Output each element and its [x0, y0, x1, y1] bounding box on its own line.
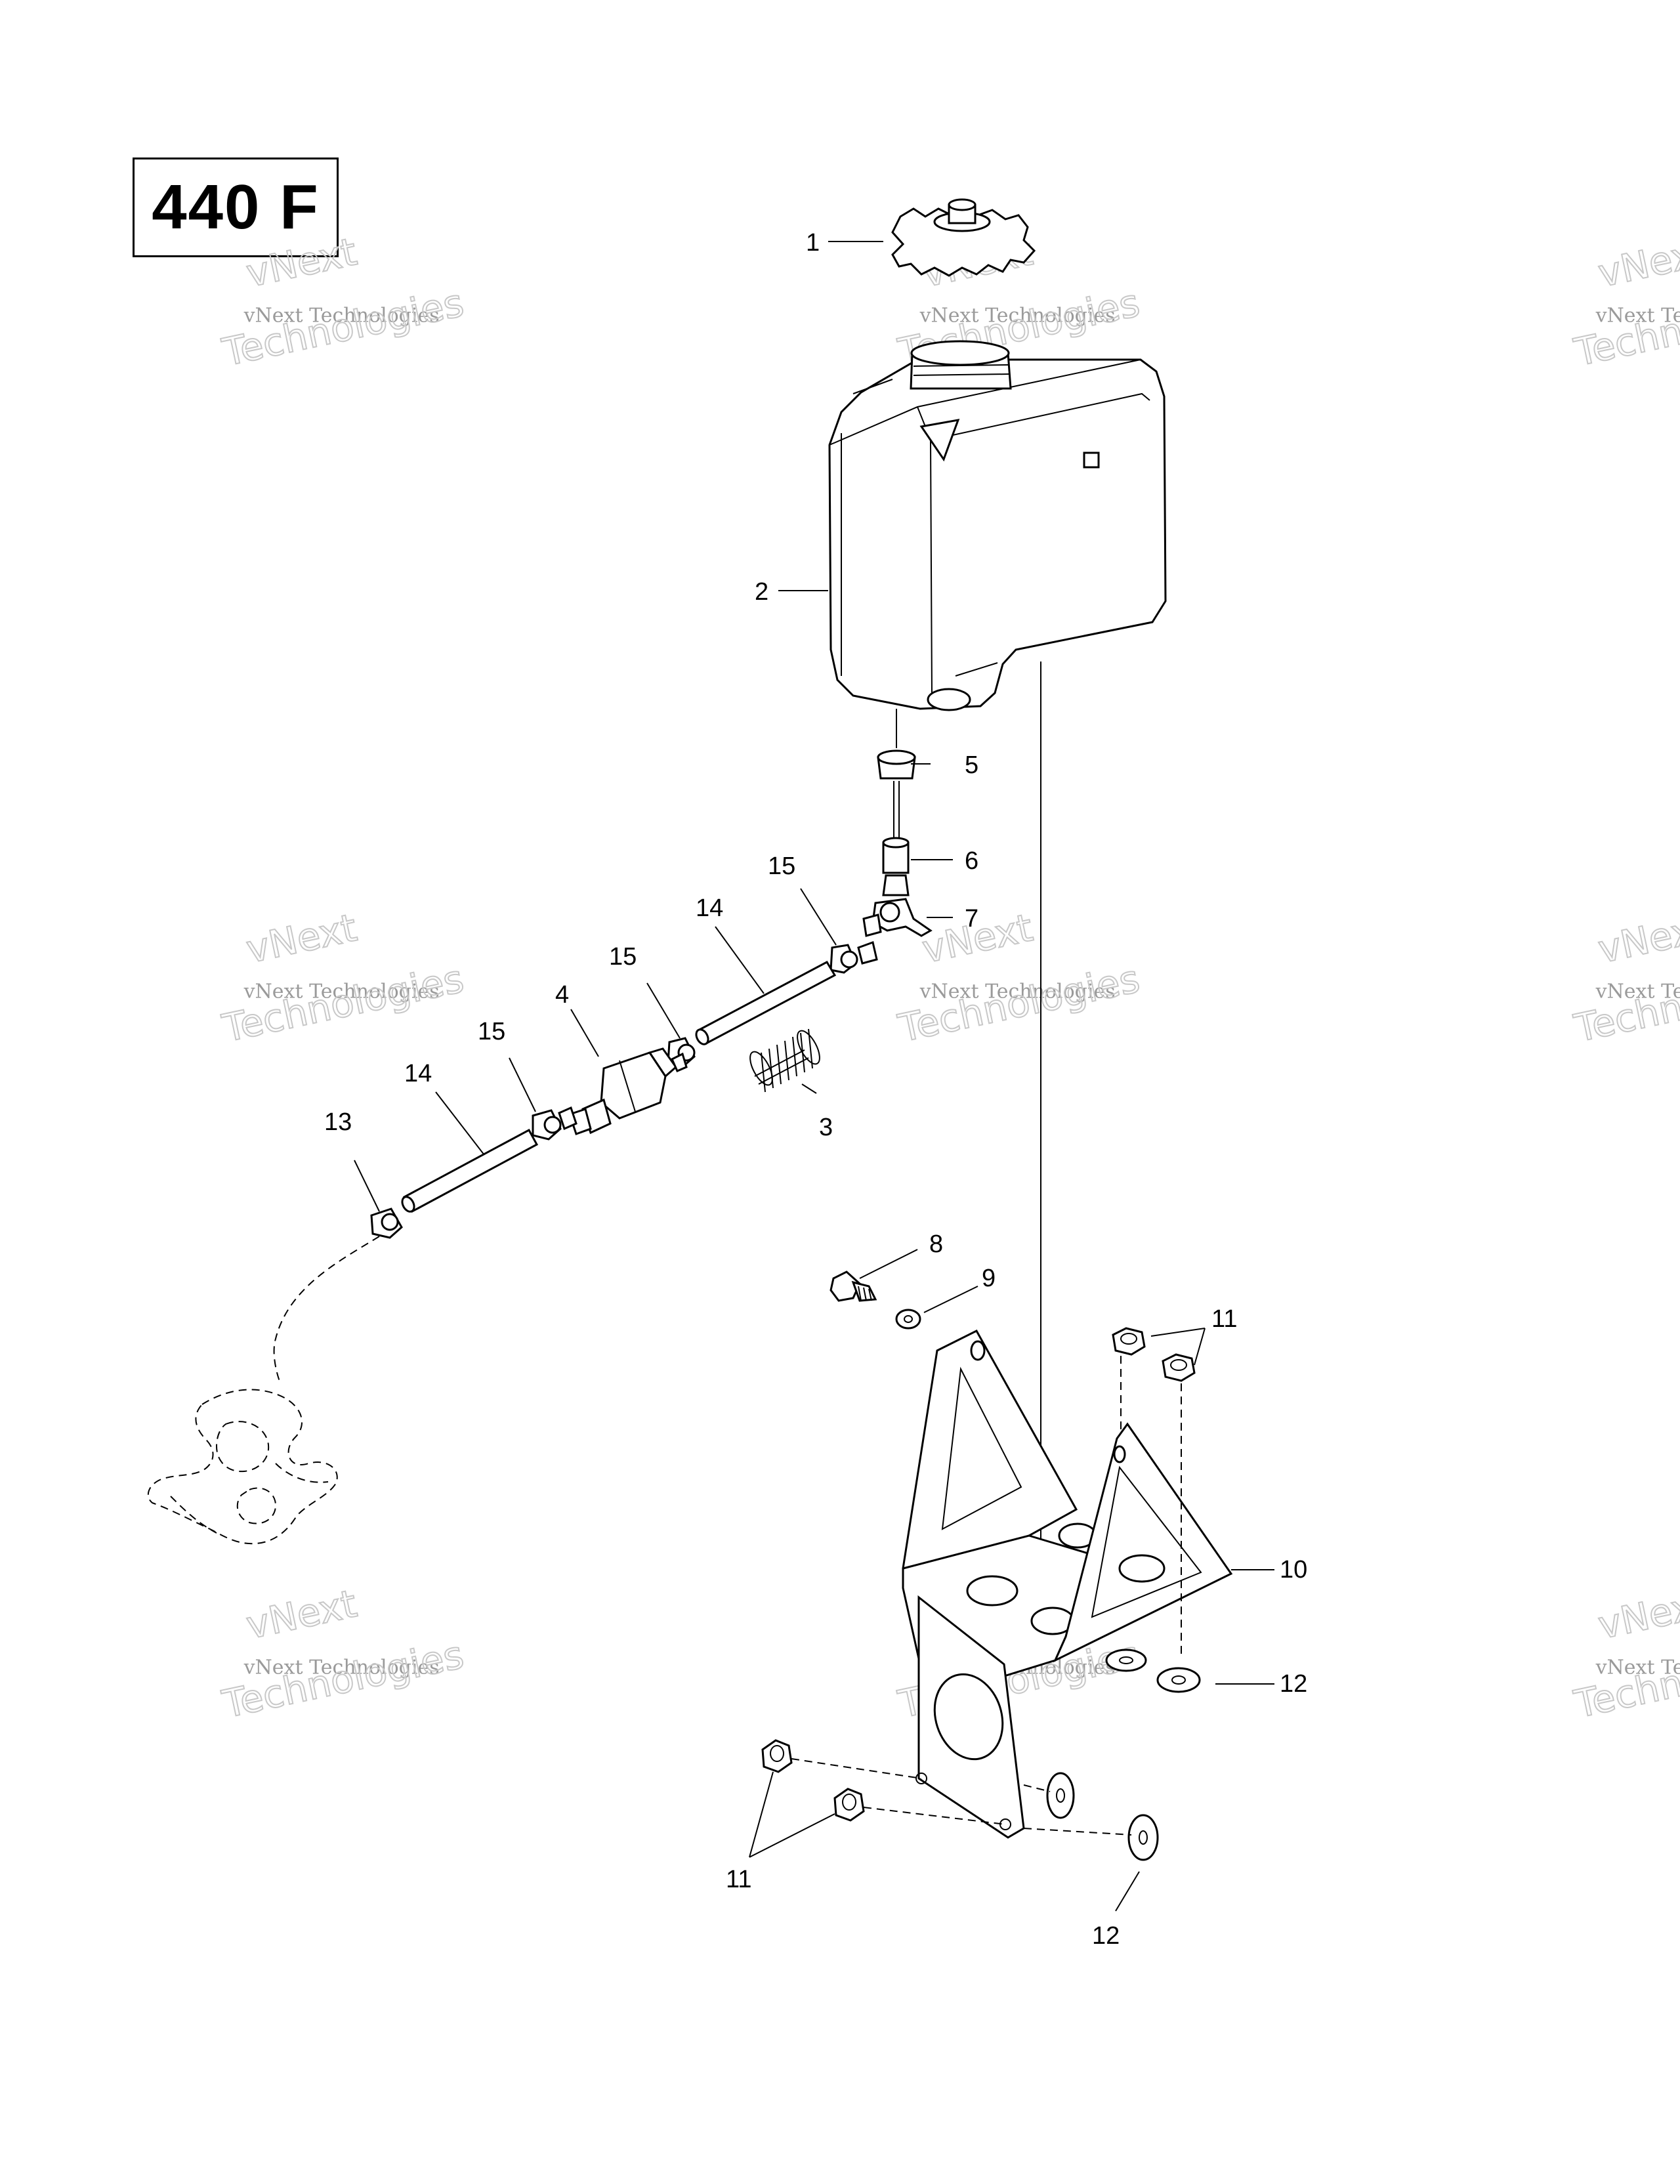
- part-bolt: [830, 1270, 877, 1302]
- watermark-3: vNext vNext Technologies Technologies: [1570, 228, 1680, 375]
- part-clamp-13: [370, 1208, 403, 1239]
- svg-text:vNext: vNext: [1595, 905, 1680, 972]
- svg-text:Technologies: Technologies: [1570, 280, 1680, 375]
- watermark-6: vNext vNext Technologies Technologies: [1570, 904, 1680, 1051]
- part-outlet: [882, 781, 910, 896]
- svg-text:vNext: vNext: [243, 905, 361, 972]
- callout-9: 9: [982, 1265, 996, 1292]
- part-washer-12-c: [1023, 1772, 1075, 1819]
- callout-12-right: 12: [1280, 1670, 1307, 1698]
- svg-text:vNext Technologies: vNext Technologies: [243, 980, 440, 1003]
- part-washer-12-d: [1023, 1814, 1159, 1861]
- callout-3: 3: [819, 1114, 833, 1141]
- model-label: 440 F: [152, 172, 320, 242]
- part-clamp-15-a: [532, 1106, 578, 1141]
- leader-lines: [354, 241, 1274, 1912]
- part-bracket: [902, 1330, 1233, 1839]
- svg-text:vNext: vNext: [243, 229, 361, 296]
- part-filter: [568, 1047, 688, 1135]
- part-cap: [891, 198, 1036, 277]
- svg-text:vNext Technologies: vNext Technologies: [919, 980, 1116, 1003]
- part-hose-14-lower: [401, 1128, 539, 1213]
- callout-13: 13: [324, 1108, 352, 1136]
- assembly-arrow-line: [1036, 662, 1046, 1557]
- callout-15-lower: 15: [478, 1018, 505, 1045]
- callout-5: 5: [965, 751, 978, 779]
- svg-text:vNext: vNext: [1595, 229, 1680, 296]
- svg-text:vNext Technologies: vNext Technologies: [1595, 304, 1680, 327]
- part-washer-12-b: [1156, 1667, 1201, 1693]
- svg-text:vNext Technologies: vNext Technologies: [243, 304, 440, 327]
- svg-text:vNext Technologies: vNext Technologies: [1595, 1656, 1680, 1679]
- svg-text:vNext Technologies: vNext Technologies: [1595, 980, 1680, 1003]
- part-valve-fitting: [862, 898, 933, 937]
- callout-1: 1: [806, 229, 820, 257]
- part-oil-tank: [828, 340, 1167, 711]
- svg-text:vNext Technologies: vNext Technologies: [243, 1656, 440, 1679]
- svg-text:Technologies: Technologies: [1570, 1632, 1680, 1727]
- watermark-9: vNext vNext Technologies Technologies: [1570, 1580, 1680, 1727]
- svg-text:vNext Technologies: vNext Technologies: [919, 304, 1116, 327]
- callout-7: 7: [965, 905, 978, 933]
- part-nut-11-bottom-b: [833, 1788, 1006, 1825]
- callout-15-mid: 15: [609, 943, 637, 971]
- callout-11-bottom: 11: [726, 1866, 751, 1893]
- part-washer-9: [895, 1309, 921, 1330]
- part-clamp-15-c: [830, 941, 878, 974]
- part-nut-11-top-b: [1162, 1353, 1196, 1654]
- callout-10: 10: [1280, 1556, 1307, 1584]
- watermark-7: vNext vNext Technologies Technologies: [218, 1580, 469, 1727]
- part-spring: [749, 1028, 820, 1093]
- callout-6: 6: [965, 847, 978, 875]
- part-washer-12-a: [1105, 1648, 1147, 1672]
- callout-labels: 1 2 3 4 5 6 7 8 9 10 11 11 12 12 13 14 1…: [324, 229, 1307, 1950]
- callout-11-top: 11: [1211, 1305, 1237, 1333]
- callout-12-bottom: 12: [1092, 1922, 1120, 1950]
- callout-14-upper: 14: [696, 894, 723, 922]
- svg-text:Technologies: Technologies: [1570, 956, 1680, 1051]
- part-grommet: [877, 709, 916, 780]
- watermark-4: vNext vNext Technologies Technologies: [218, 904, 469, 1051]
- reference-oil-pump-dashed: [147, 1236, 380, 1545]
- model-label-box: 440 F: [133, 158, 339, 257]
- callout-8: 8: [929, 1230, 943, 1258]
- callout-14-lower: 14: [404, 1060, 432, 1087]
- part-nut-11-bottom-a: [761, 1739, 922, 1779]
- watermark-5: vNext vNext Technologies Technologies: [894, 904, 1144, 1051]
- part-nut-11-top-a: [1112, 1327, 1146, 1431]
- part-hose-14-upper: [695, 961, 837, 1045]
- watermark-1: vNext vNext Technologies Technologies: [218, 228, 469, 375]
- callout-2: 2: [755, 578, 768, 606]
- svg-text:vNext: vNext: [243, 1581, 361, 1648]
- callout-15-upper: 15: [768, 852, 795, 880]
- svg-text:vNext: vNext: [1595, 1581, 1680, 1648]
- callout-4: 4: [555, 981, 569, 1009]
